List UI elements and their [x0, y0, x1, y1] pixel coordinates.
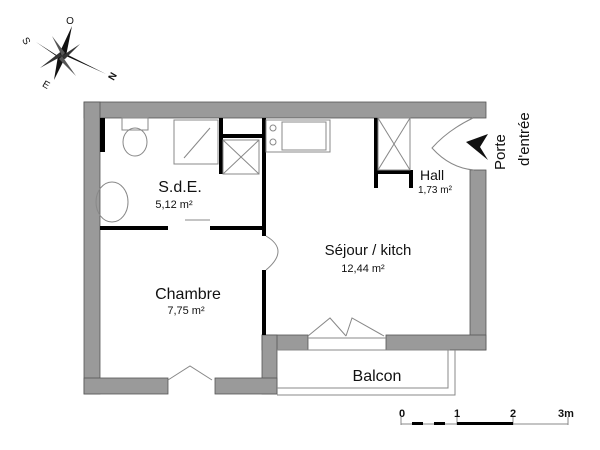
entrance-label-2: d'entrée — [516, 112, 533, 166]
room-name-sde: S.d.E. — [158, 179, 202, 196]
room-name-balcon: Balcon — [353, 368, 402, 385]
entrance-label-1: Porte — [492, 134, 509, 170]
compass-rose-icon: O S E N — [19, 16, 120, 92]
room-name-sejour: Séjour / kitch — [325, 242, 412, 259]
scale-tick-1: 1 — [454, 408, 460, 420]
entrance-arrow-icon — [466, 134, 488, 160]
compass-west: O — [66, 16, 74, 27]
exterior-walls — [83, 101, 487, 395]
partition-walls — [100, 118, 413, 335]
room-area-sde: 5,12 m² — [155, 199, 193, 211]
room-area-sejour: 12,44 m² — [341, 263, 385, 275]
scale-bar: 0 1 2 3m — [399, 408, 574, 425]
fixtures — [95, 117, 475, 396]
scale-tick-2: 2 — [510, 408, 516, 420]
compass-south: S — [19, 36, 32, 48]
room-name-chambre: Chambre — [155, 286, 221, 303]
room-area-hall: 1,73 m² — [418, 185, 453, 196]
compass-east: E — [40, 79, 52, 92]
room-area-chambre: 7,75 m² — [167, 305, 205, 317]
scale-tick-0: 0 — [399, 408, 405, 420]
compass-north: N — [107, 71, 120, 83]
scale-tick-3: 3m — [558, 408, 574, 420]
room-name-hall: Hall — [420, 167, 444, 183]
